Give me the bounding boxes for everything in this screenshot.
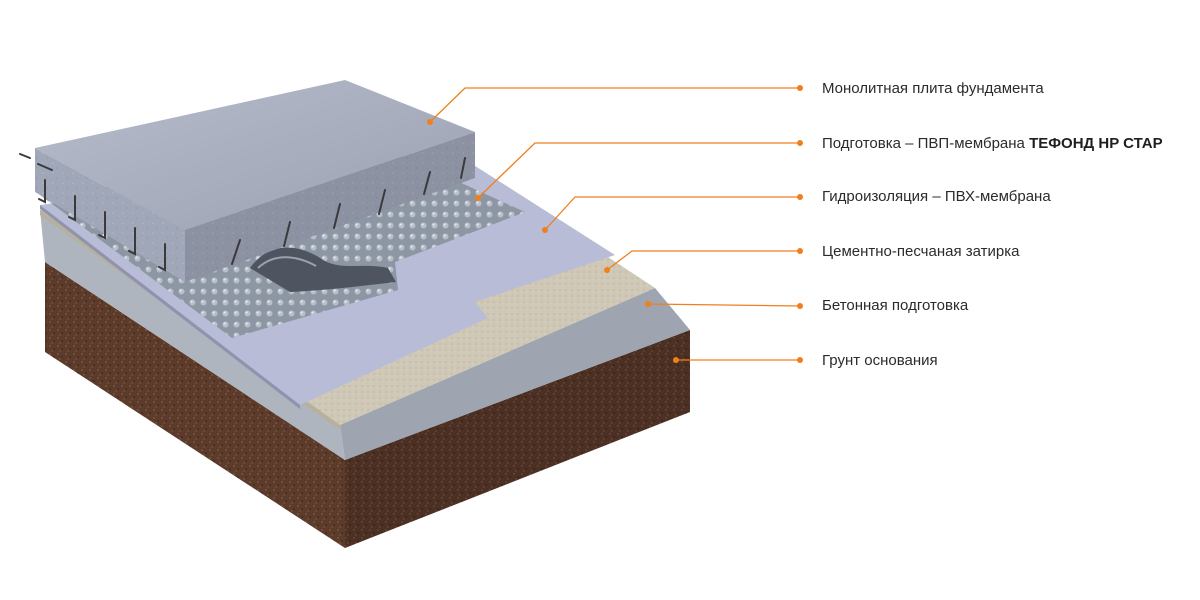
label-concrete-prep: Бетонная подготовка <box>822 297 968 315</box>
rebar <box>128 227 136 256</box>
rebar <box>231 239 241 265</box>
label-pvc-membrane: Гидроизоляция – ПВХ-мембрана <box>822 188 1051 206</box>
leader-line-screed <box>606 250 800 271</box>
label-text: Бетонная подготовка <box>822 297 969 314</box>
leader-dot <box>475 195 481 201</box>
label-text: Монолитная плита фундамента <box>822 80 1044 97</box>
concrete-side-face <box>340 288 690 460</box>
leader-dot <box>797 85 803 91</box>
rebar-stubs <box>19 153 466 272</box>
rebar <box>423 171 431 195</box>
foundation-slab <box>35 80 475 282</box>
leader-line-pvc <box>544 196 800 231</box>
leader-dot <box>797 248 803 254</box>
rebar <box>460 157 466 179</box>
rebar <box>38 179 46 204</box>
rebar <box>37 163 53 171</box>
label-soil: Грунт основания <box>822 352 938 370</box>
slab-top-face <box>35 80 475 230</box>
leader-dot <box>673 357 679 363</box>
soil-front-face <box>45 262 345 548</box>
leader-dot <box>542 227 548 233</box>
pvc-membrane-edge <box>40 205 300 409</box>
slab-side-shade <box>185 132 475 282</box>
leader-line-concrete <box>647 303 801 307</box>
label-dimple-membrane: Подготовка – ПВП-мембрана ТЕФОНД HP СТАР <box>822 135 1163 153</box>
leader-dots <box>427 85 803 363</box>
leader-dot <box>797 140 803 146</box>
label-text: Грунт основания <box>822 352 938 369</box>
leader-dot <box>427 119 433 125</box>
leader-dot <box>797 357 803 363</box>
rebar <box>68 195 76 222</box>
rebar <box>98 211 106 240</box>
slab-side-face <box>185 132 475 282</box>
leader-dot <box>797 303 803 309</box>
soil-layer <box>45 262 690 548</box>
soil-side-face <box>345 330 690 548</box>
label-screed: Цементно-песчаная затирка <box>822 243 1019 261</box>
leader-line-dimple <box>477 142 800 199</box>
label-text: Гидроизоляция – ПВХ-мембрана <box>822 188 1051 205</box>
membrane-overlap-flap <box>250 247 396 292</box>
rebar <box>333 203 341 229</box>
soil-side-shade <box>345 330 690 548</box>
label-text: Цементно-песчаная затирка <box>822 243 1020 260</box>
leader-dot <box>797 194 803 200</box>
rebar <box>19 153 31 159</box>
slab-front-face <box>35 148 185 282</box>
leader-lines <box>429 87 801 361</box>
rebar <box>283 221 291 247</box>
membrane-overlap-highlight <box>257 256 317 269</box>
rebar <box>378 189 386 215</box>
leader-dot <box>604 267 610 273</box>
label-text: Подготовка – ПВП-мембрана <box>822 135 1030 152</box>
concrete-front-face <box>40 210 345 460</box>
rebar <box>158 243 166 272</box>
leader-dot <box>645 301 651 307</box>
leader-line-slab <box>429 87 800 123</box>
brand-name: ТЕФОНД HP СТАР <box>1029 135 1163 152</box>
label-foundation-slab: Монолитная плита фундамента <box>822 80 1044 98</box>
